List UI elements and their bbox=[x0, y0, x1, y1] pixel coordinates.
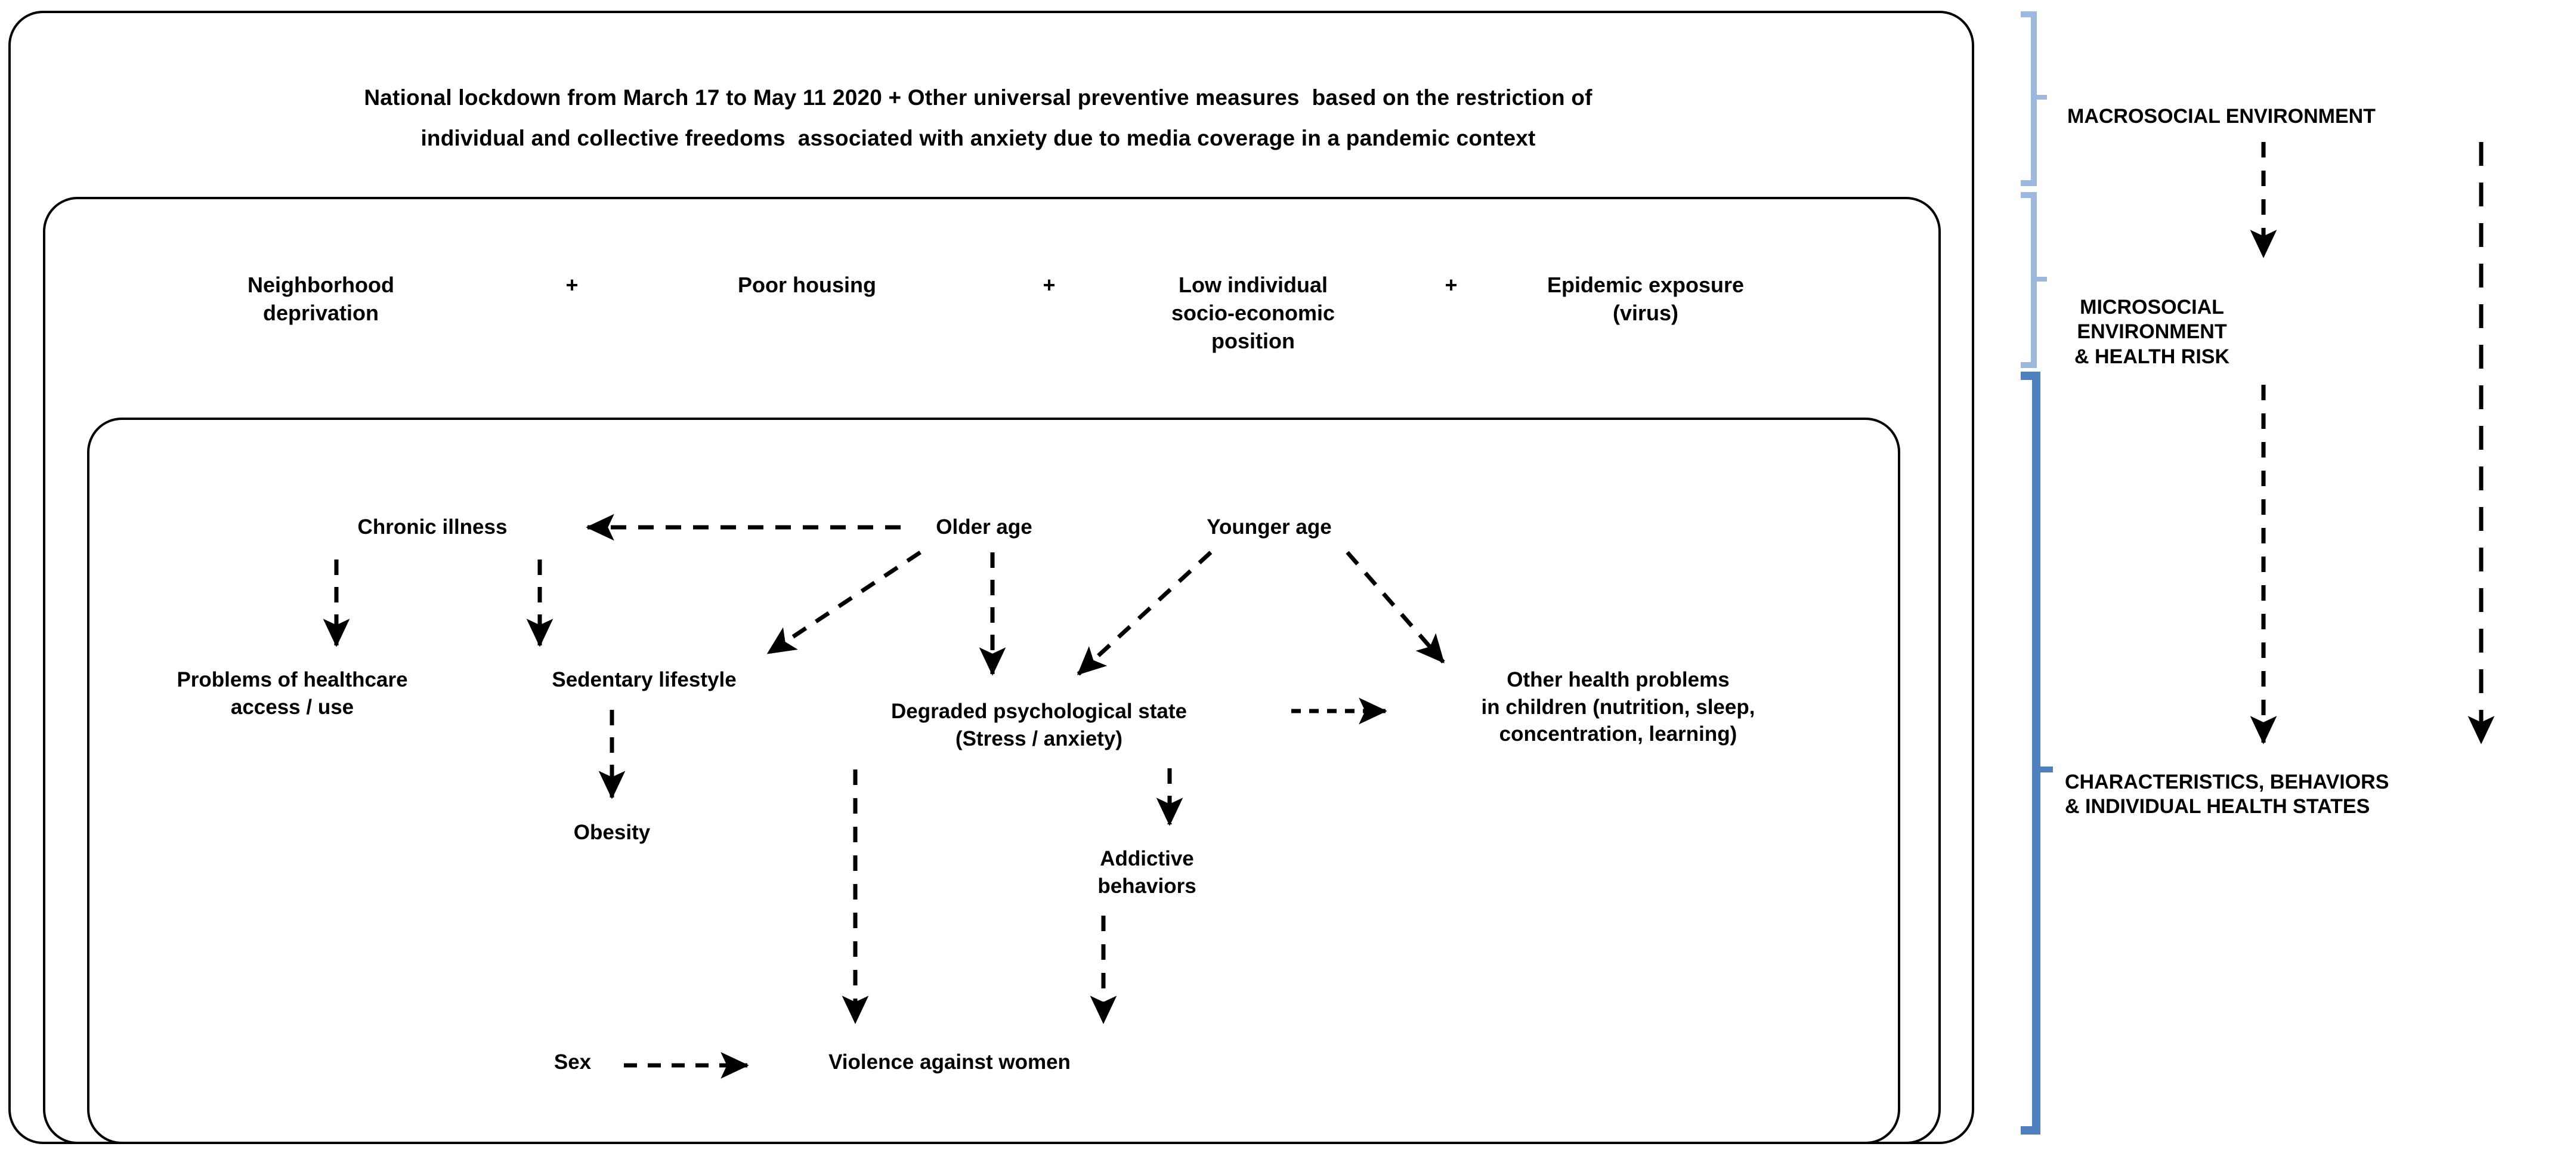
plus-operator-3: + bbox=[1445, 273, 1458, 297]
node-degraded-psychological-state: Degraded psychological state (Stress / a… bbox=[891, 700, 1187, 750]
node-obesity: Obesity bbox=[573, 821, 651, 844]
micro-item-epidemic-exposure: Epidemic exposure (virus) bbox=[1547, 273, 1745, 325]
side-label-individual: CHARACTERISTICS, BEHAVIORS & INDIVIDUAL … bbox=[2065, 771, 2389, 818]
node-addictive-behaviors: Addictive behaviors bbox=[1097, 847, 1196, 898]
node-sex: Sex bbox=[553, 1050, 592, 1074]
bracket-individual bbox=[2021, 372, 2040, 1135]
node-older-age: Older age bbox=[936, 515, 1032, 539]
node-other-health-problems-children: Other health problems in children (nutri… bbox=[1481, 668, 1755, 746]
bracket-macrosocial bbox=[2021, 11, 2037, 186]
micro-item-neighborhood-deprivation: Neighborhood deprivation bbox=[248, 273, 394, 325]
node-sedentary-lifestyle: Sedentary lifestyle bbox=[552, 668, 737, 691]
macrosocial-text-line2: individual and collective freedoms assoc… bbox=[420, 126, 1536, 150]
side-label-macrosocial: MACROSOCIAL ENVIRONMENT bbox=[2067, 105, 2376, 128]
node-younger-age: Younger age bbox=[1207, 515, 1332, 539]
macrosocial-text-line1: National lockdown from March 17 to May 1… bbox=[364, 85, 1592, 110]
side-label-microsocial: MICROSOCIAL ENVIRONMENT & HEALTH RISK bbox=[2074, 296, 2230, 368]
bracket-microsocial bbox=[2021, 192, 2037, 368]
micro-item-low-socioeconomic-position: Low individual socio-economic position bbox=[1171, 273, 1335, 353]
micro-item-poor-housing: Poor housing bbox=[738, 273, 876, 297]
plus-operator-2: + bbox=[1043, 273, 1056, 297]
node-problems-of-healthcare: Problems of healthcare access / use bbox=[177, 668, 408, 719]
plus-operator-1: + bbox=[565, 273, 579, 297]
node-violence-against-women: Violence against women bbox=[828, 1050, 1071, 1074]
node-chronic-illness: Chronic illness bbox=[357, 515, 508, 539]
individual-box bbox=[87, 418, 1900, 1144]
